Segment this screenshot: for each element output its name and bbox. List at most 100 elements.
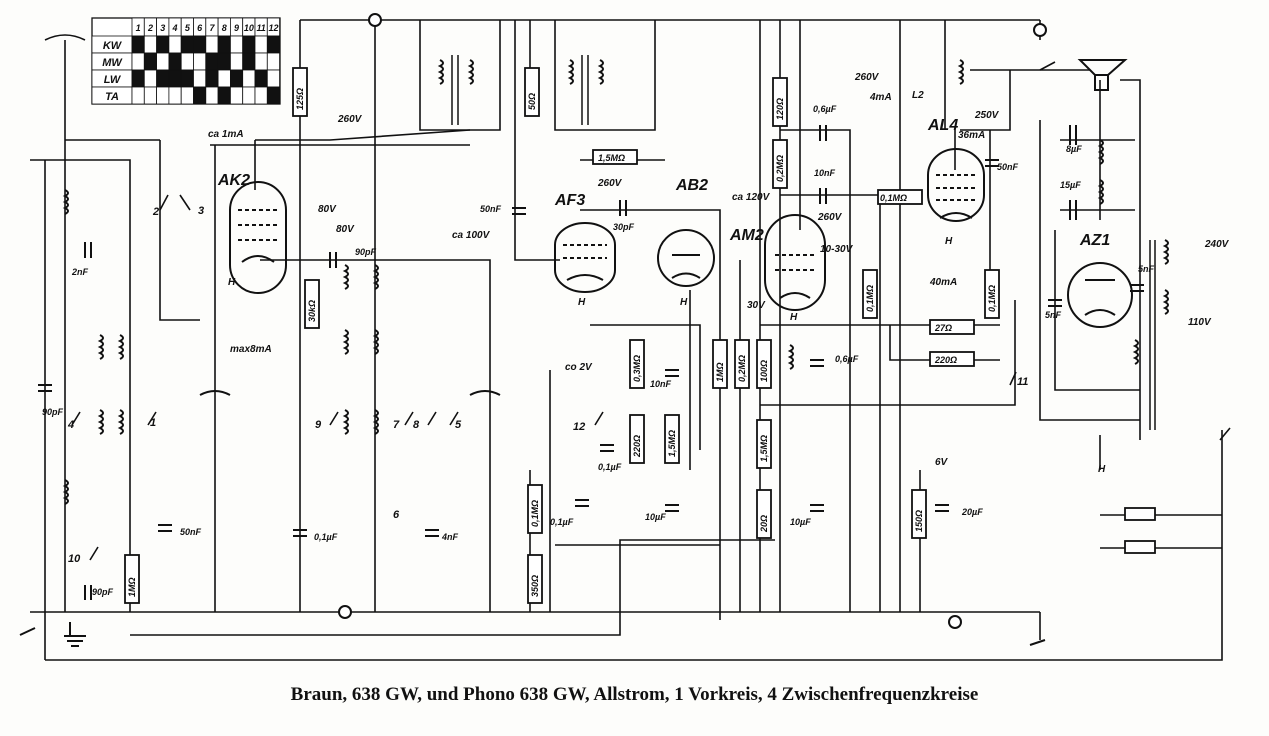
table-row-label: LW xyxy=(104,74,122,86)
voltage-current-label: 30V xyxy=(747,300,766,311)
table-cell xyxy=(143,35,158,54)
resistor-value: 30kΩ xyxy=(307,300,317,322)
capacitor-value: 50nF xyxy=(480,204,502,214)
table-column-number: 12 xyxy=(268,23,278,33)
table-cell xyxy=(180,69,194,88)
voltage-current-label: H xyxy=(228,277,236,288)
switch-number: 5 xyxy=(455,419,462,431)
resistor-value: 1MΩ xyxy=(715,362,725,382)
table-cell xyxy=(143,52,158,71)
resistor-value: 1,5MΩ xyxy=(598,153,625,163)
table-cell xyxy=(254,69,268,88)
voltage-current-label: H xyxy=(1098,464,1106,475)
table-column-number: 2 xyxy=(147,23,153,33)
switch-number: 11 xyxy=(1017,376,1028,388)
resistor-value: 350Ω xyxy=(530,575,540,597)
table-row-label: TA xyxy=(105,91,119,103)
voltage-current-label: 260V xyxy=(337,114,363,125)
capacitor-value: 10nF xyxy=(814,168,836,178)
resistor-value: 1MΩ xyxy=(127,577,137,597)
switch-number: 12 xyxy=(573,421,585,433)
voltage-current-label: H xyxy=(790,312,798,323)
table-cell xyxy=(205,69,219,88)
table-column-number: 11 xyxy=(256,23,265,33)
table-column-number: 3 xyxy=(160,23,165,33)
coils xyxy=(64,55,1169,505)
voltage-current-label: ca 1mA xyxy=(208,129,244,140)
capacitor-value: 90pF xyxy=(92,587,114,597)
capacitor-value: 10µF xyxy=(645,512,666,522)
resistor-value: 120Ω xyxy=(775,98,785,120)
table-cell xyxy=(205,52,219,71)
table-cell xyxy=(217,35,231,54)
voltage-current-label: H xyxy=(578,297,586,308)
table-cell xyxy=(266,69,280,88)
table-cell xyxy=(193,35,207,54)
table-cell xyxy=(143,86,158,105)
ground-icon xyxy=(19,13,1047,647)
table-cell xyxy=(242,86,256,105)
resistor-value: 100Ω xyxy=(759,360,769,382)
resistor-value: 20Ω xyxy=(759,515,769,533)
switch-number: 4 xyxy=(67,419,74,431)
table-column-number: 6 xyxy=(197,23,203,33)
table-cell xyxy=(242,69,256,88)
switch-number: 2 xyxy=(152,206,159,218)
table-cell xyxy=(205,86,219,105)
table-cell xyxy=(193,52,207,71)
voltage-current-label: 80V xyxy=(318,204,337,215)
table-cell xyxy=(229,86,244,105)
table-cell xyxy=(180,86,194,105)
tube-al4 xyxy=(927,148,985,222)
resistor-value: 0,3MΩ xyxy=(632,355,642,382)
table-cell xyxy=(266,35,280,54)
resistor-value: 27Ω xyxy=(934,323,952,333)
resistors xyxy=(124,67,1156,604)
voltage-current-label: ca 120V xyxy=(732,192,771,203)
capacitor-value: 50nF xyxy=(997,162,1019,172)
resistor-value: 1,5MΩ xyxy=(667,430,677,457)
switch-number: 10 xyxy=(68,553,81,565)
capacitor-value: 0,1µF xyxy=(550,517,574,527)
table-column-number: 8 xyxy=(222,23,227,33)
tube-ab2 xyxy=(657,229,715,287)
table-column-number: 9 xyxy=(234,23,239,33)
table-cell xyxy=(205,35,219,54)
voltage-current-label: 260V xyxy=(854,72,880,83)
voltage-current-label: 6V xyxy=(935,457,949,468)
voltage-current-label: 40mA xyxy=(929,277,957,288)
resistor-value: 0,1MΩ xyxy=(987,285,997,312)
resistor-value: 1,5MΩ xyxy=(759,435,769,462)
table-cell xyxy=(168,35,182,54)
table-cell xyxy=(156,35,170,54)
table-cell xyxy=(156,69,170,88)
table-cell xyxy=(193,69,207,88)
table-cell xyxy=(156,86,170,105)
table-cell xyxy=(254,52,268,71)
table-cell xyxy=(143,69,158,88)
table-column-number: 5 xyxy=(185,23,191,33)
tube-ak2 xyxy=(229,181,287,294)
capacitor-value: 90pF xyxy=(355,247,377,257)
resistor-value: 220Ω xyxy=(632,435,642,458)
table-cell xyxy=(168,86,182,105)
table-cell xyxy=(242,35,256,54)
table-cell xyxy=(168,52,182,71)
table-cell xyxy=(131,35,145,54)
table-cell xyxy=(217,52,231,71)
table-cell xyxy=(266,52,280,71)
voltage-current-label: 110V xyxy=(1188,317,1212,328)
resistor-value: 150Ω xyxy=(914,510,924,532)
table-cell xyxy=(156,52,170,71)
capacitor-value: 0,1µF xyxy=(314,532,338,542)
capacitor-value: 0,6µF xyxy=(813,104,837,114)
switches xyxy=(71,61,1231,561)
capacitor-value: 8µF xyxy=(1066,144,1082,154)
voltage-current-label: 80V xyxy=(336,224,355,235)
capacitor-value: 5nF xyxy=(1138,264,1155,274)
table-cell xyxy=(131,86,145,105)
table-column-number: 7 xyxy=(209,23,215,33)
resistor-value: 50Ω xyxy=(527,93,537,110)
voltage-current-label: ca 100V xyxy=(452,230,491,241)
